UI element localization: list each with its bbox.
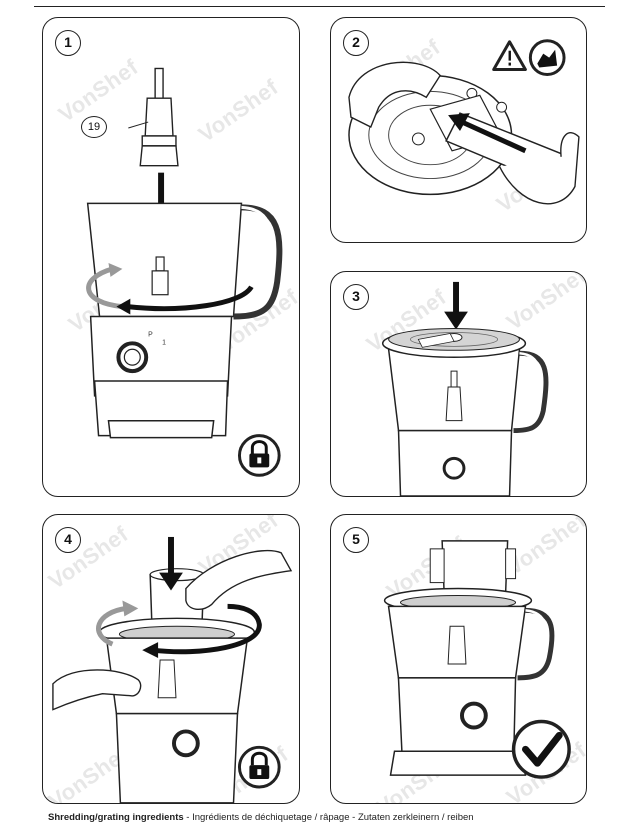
step-3-panel: VonShef VonShef 3	[330, 271, 587, 497]
step-2-illustration	[348, 39, 580, 205]
step-number: 5	[343, 527, 369, 553]
step-number: 2	[343, 30, 369, 56]
step-3-illustration	[381, 281, 549, 496]
part-callout: 19	[81, 116, 107, 138]
step-number: 4	[55, 527, 81, 553]
step-1-panel: VonShef VonShef VonShef VonShef	[42, 17, 300, 497]
step-5-illustration	[383, 540, 571, 779]
top-rule	[34, 6, 605, 7]
step-number: 3	[343, 284, 369, 310]
caption-translations: - Ingrédients de déchiquetage / râpage -…	[183, 812, 474, 823]
checkmark-icon	[511, 719, 571, 779]
step-number: 1	[55, 30, 81, 56]
caption: Shredding/grating ingredients - Ingrédie…	[48, 812, 474, 823]
step-4-panel: VonShef VonShef VonShef VonShef 4	[42, 514, 300, 804]
step-5-panel: VonShef VonShef VonShef VonShef 5	[330, 514, 587, 804]
step-1-illustration: P 1	[86, 67, 283, 477]
svg-text:P: P	[148, 331, 153, 338]
step-4-illustration	[52, 536, 293, 803]
svg-text:1: 1	[162, 339, 166, 346]
caption-title: Shredding/grating ingredients	[48, 812, 184, 823]
step-2-panel: VonShef VonShef 2	[330, 17, 587, 243]
